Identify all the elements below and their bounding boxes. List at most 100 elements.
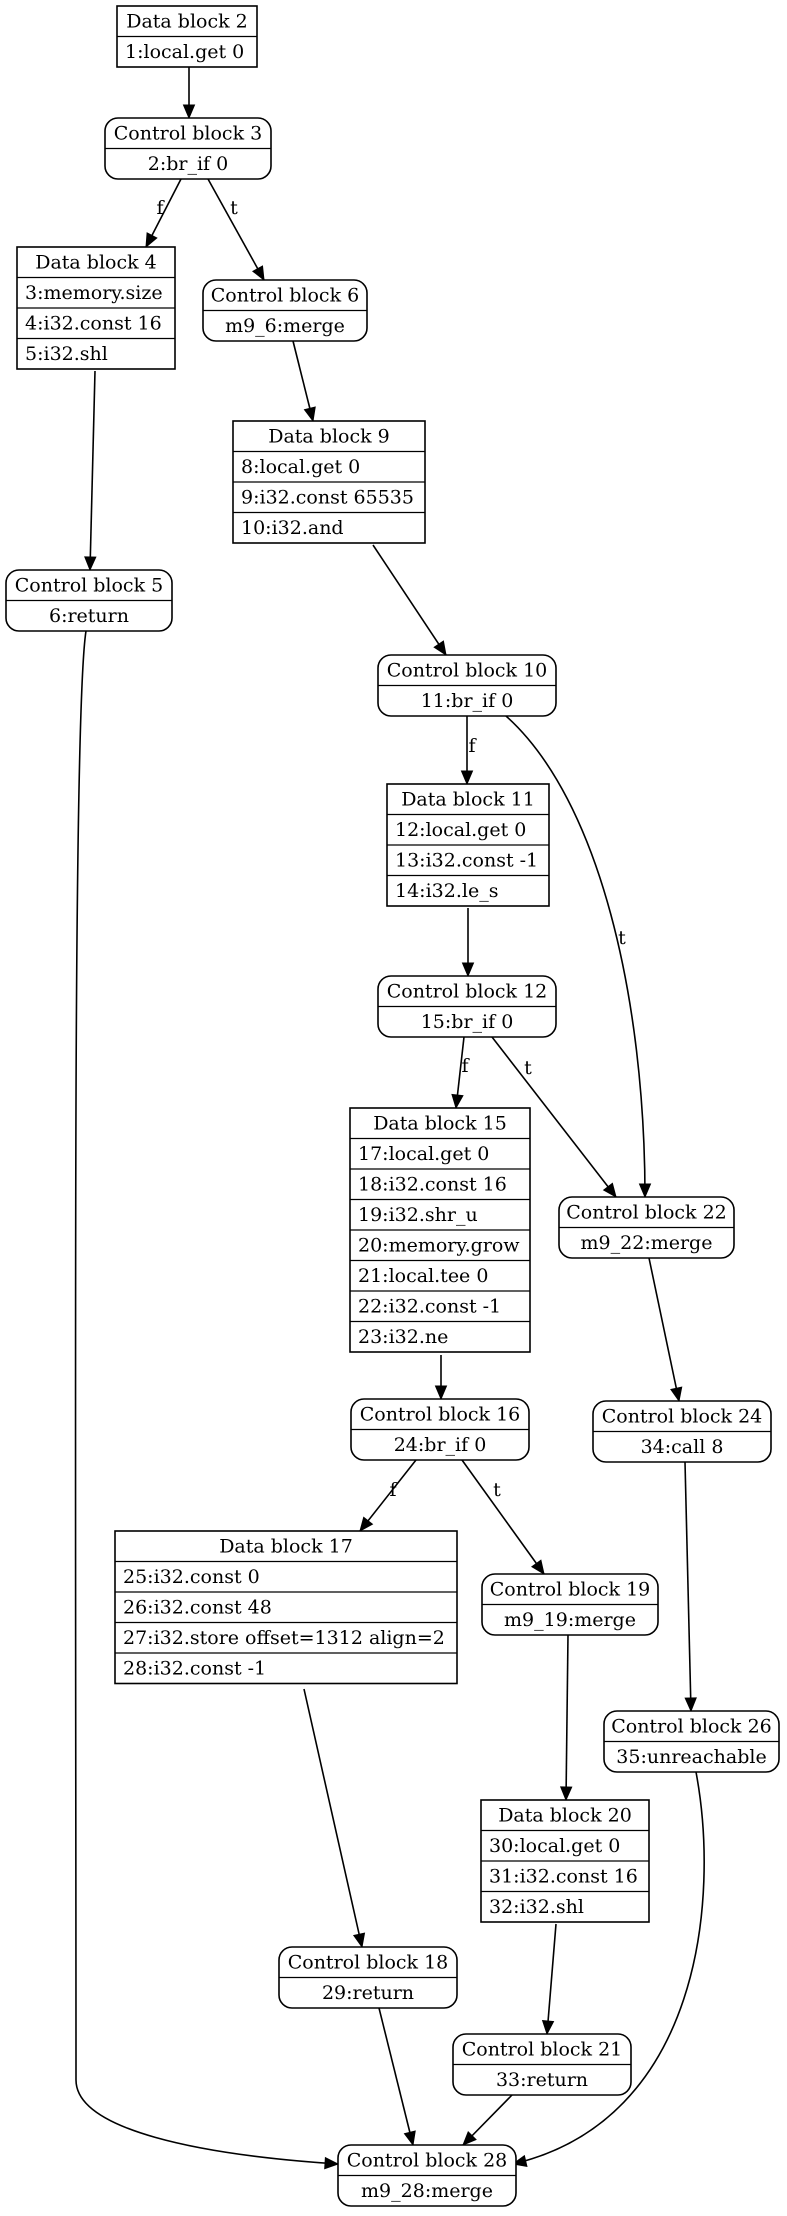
- block-instruction: 30:local.get 0: [489, 1835, 620, 1857]
- edge-line: [648, 1257, 680, 1402]
- block-title: Data block 17: [219, 1535, 353, 1557]
- edge-label: t: [618, 927, 626, 949]
- block-title: Data block 11: [401, 788, 535, 810]
- edge-c21-to-c28: [462, 2094, 513, 2146]
- block-title: Control block 3: [114, 122, 262, 144]
- block-instruction: m9_28:merge: [361, 2180, 493, 2202]
- block-instruction: 1:local.get 0: [125, 41, 244, 63]
- edge-line: [378, 2007, 414, 2146]
- arrowhead-icon: [559, 1786, 573, 1802]
- edge-c5-to-c28: [74, 630, 340, 2170]
- data-block-frame: [114, 1530, 458, 1685]
- block-instruction: 9:i32.const 65535: [241, 486, 414, 508]
- edge-c19-to-d20: [559, 1634, 573, 1802]
- arrowhead-icon: [145, 232, 158, 249]
- control-block-3: Control block 32:br_if 0: [104, 117, 272, 180]
- block-instruction: 19:i32.shr_u: [358, 1204, 478, 1226]
- data-block-15: Data block 15 17:local.get 0 18:i32.const …: [349, 1107, 531, 1353]
- arrowhead-icon: [602, 1182, 617, 1199]
- edge-line: [359, 1459, 417, 1532]
- block-instruction: 15:br_if 0: [421, 1011, 514, 1033]
- block-instruction: 33:return: [496, 2069, 588, 2091]
- edge-c6-to-d9: [292, 340, 316, 423]
- edge-c10-to-c22: t: [505, 715, 652, 1199]
- block-instruction: 4:i32.const 16: [25, 312, 162, 334]
- block-title: Control block 18: [288, 1951, 449, 1973]
- block-title: Data block 9: [268, 425, 390, 447]
- control-block-18: Control block 18 29:return: [278, 1946, 458, 2009]
- control-block-5: Control block 5 6:return: [5, 569, 173, 632]
- block-instruction: 6:return: [49, 605, 129, 627]
- block-instruction: 28:i32.const -1: [123, 1657, 266, 1679]
- edge-line: [546, 1923, 557, 2035]
- block-title: Control block 21: [462, 2038, 623, 2060]
- edge-label: t: [230, 197, 238, 219]
- block-instruction: 27:i32.store offset=1312 align=2: [123, 1627, 445, 1649]
- edge-label: f: [468, 735, 477, 757]
- block-title: Control block 10: [387, 659, 548, 681]
- block-instruction: 29:return: [322, 1982, 414, 2004]
- block-instruction: m9_19:merge: [504, 1609, 636, 1631]
- control-block-6: Control block 6 m9_6:merge: [202, 279, 368, 342]
- edge-c10-to-d11: f: [460, 716, 477, 786]
- edge-d15-to-c16: [434, 1355, 448, 1401]
- block-instruction: 17:local.get 0: [358, 1143, 489, 1165]
- block-instruction: 20:memory.grow: [358, 1234, 520, 1256]
- edge-line: [303, 1688, 363, 1948]
- edge-c3-to-d4: f: [145, 178, 182, 249]
- block-title: Control block 22: [566, 1201, 727, 1223]
- edge-label: f: [461, 1055, 470, 1077]
- block-title: Control block 28: [347, 2149, 508, 2171]
- arrowhead-icon: [462, 2131, 477, 2146]
- edge-d11-to-c12: [461, 908, 475, 978]
- control-block-28: Control block 28 m9_28:merge: [337, 2144, 517, 2207]
- edge-c18-to-c28: [378, 2007, 416, 2147]
- block-instruction: 10:i32.and: [241, 517, 344, 539]
- data-block-2: Data block 21:local.get 0: [116, 5, 258, 68]
- edge-c12-to-d15: f: [451, 1036, 470, 1110]
- arrowhead-icon: [251, 265, 265, 282]
- arrowhead-icon: [403, 2130, 416, 2147]
- edge-label: f: [389, 1479, 398, 1501]
- block-instruction: m9_6:merge: [225, 315, 345, 337]
- arrowhead-icon: [461, 962, 475, 978]
- arrowhead-icon: [84, 556, 97, 572]
- block-instruction: 18:i32.const 16: [358, 1173, 507, 1195]
- block-instruction: 35:unreachable: [616, 1746, 766, 1768]
- block-title: Control block 19: [490, 1578, 651, 1600]
- block-title: Data block 15: [373, 1112, 507, 1134]
- block-instruction: 21:local.tee 0: [358, 1265, 488, 1287]
- data-block-11: Data block 11 12:local.get 0 13:i32.const …: [386, 783, 550, 907]
- edge-line: [565, 1634, 569, 1801]
- edge-line: [505, 715, 646, 1198]
- block-instruction: 13:i32.const -1: [395, 849, 538, 871]
- edge-c12-to-c22: t: [491, 1036, 617, 1199]
- edge-d20-to-c21: [541, 1923, 557, 2036]
- arrowhead-icon: [530, 1559, 545, 1576]
- arrowhead-icon: [324, 2156, 340, 2170]
- edge-line: [292, 340, 314, 422]
- block-title: Control block 16: [360, 1403, 521, 1425]
- block-instruction: 25:i32.const 0: [123, 1566, 260, 1588]
- control-block-26: Control block 26 35:unreachable: [603, 1710, 780, 1773]
- block-title: Control block 12: [387, 980, 548, 1002]
- block-instruction: 32:i32.shl: [489, 1896, 584, 1918]
- block-instruction: 12:local.get 0: [395, 819, 526, 841]
- edge-d9-to-c10: [372, 544, 447, 657]
- edge-label: f: [156, 197, 165, 219]
- edge-line: [491, 1036, 617, 1198]
- block-title: Control block 6: [211, 284, 359, 306]
- block-instruction: 14:i32.le_s: [395, 880, 498, 902]
- block-title: Control block 26: [611, 1715, 772, 1737]
- block-title: Control block 5: [15, 574, 163, 596]
- arrowhead-icon: [359, 1516, 374, 1533]
- block-instruction: 22:i32.const -1: [358, 1295, 501, 1317]
- block-instruction: 11:br_if 0: [421, 690, 514, 712]
- arrowhead-icon: [352, 1932, 366, 1949]
